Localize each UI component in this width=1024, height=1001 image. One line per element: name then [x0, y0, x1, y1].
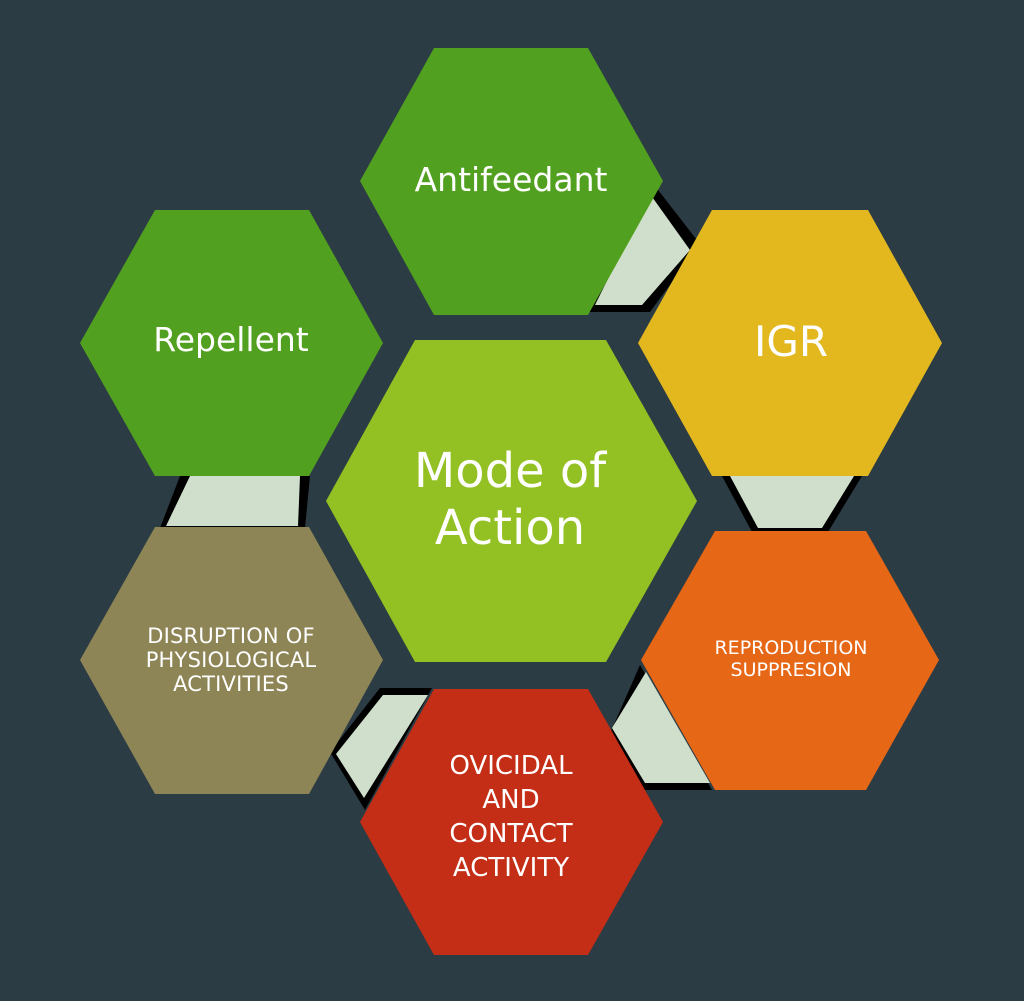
antifeedant-label: Antifeedant: [414, 160, 608, 200]
hex-igr: [638, 210, 942, 476]
hex-repellent: [80, 210, 383, 476]
reproduction-label: REPRODUCTION SUPPRESION: [714, 637, 868, 681]
igr-label: IGR: [753, 316, 829, 366]
connector-ovicidal-disruption-fill: [336, 695, 428, 798]
connector-reproduction-ovicidal-fill: [612, 672, 710, 783]
hex-ovicidal: [360, 689, 663, 955]
hex-antifeedant: [360, 48, 663, 315]
disruption-label: DISRUPTION OF PHYSIOLOGICAL ACTIVITIES: [145, 623, 317, 697]
connector-antifeedant-igr-fill: [595, 194, 690, 305]
connector-igr-reproduction-fill: [730, 476, 854, 528]
ovicidal-label: OVICIDAL AND CONTACT ACTIVITY: [449, 751, 573, 883]
connectors: [160, 186, 862, 810]
center-label: Mode of Action: [360, 420, 660, 580]
center-line-2: Action: [434, 500, 586, 556]
hex-center: [326, 340, 697, 662]
hex-reproduction: [641, 531, 939, 790]
hexagons: [80, 48, 942, 955]
center-line-1: Mode of: [413, 443, 607, 500]
connector-disruption-repellent-fill: [166, 476, 300, 526]
hex-disruption: [80, 527, 383, 794]
repellent-label: Repellent: [153, 320, 309, 360]
